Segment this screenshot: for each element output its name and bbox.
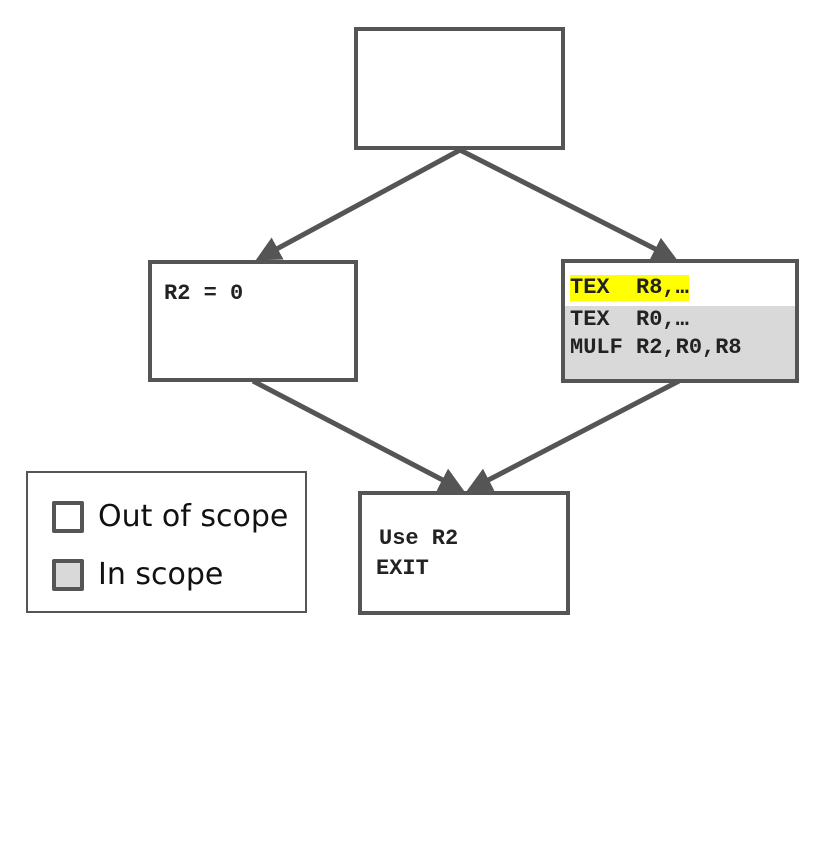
right-block-line-3: MULF R2,R0,R8 <box>570 335 742 360</box>
exit-block-line-2: EXIT <box>376 556 429 581</box>
edge-entry-to-left <box>255 147 462 261</box>
legend-item-in-scope: In scope <box>52 557 223 592</box>
exit-block: Use R2 EXIT <box>358 491 570 615</box>
right-block-line-2: TEX R0,… <box>570 307 689 332</box>
exit-block-line-1: Use R2 <box>379 526 459 551</box>
legend-swatch-white <box>52 500 84 533</box>
legend-label-out-of-scope: Out of scope <box>98 499 289 534</box>
legend: Out of scope In scope <box>26 471 307 613</box>
right-block: TEX R8,… TEX R0,… MULF R2,R0,R8 <box>561 259 799 383</box>
right-block-highlighted-line: TEX R8,… <box>570 275 689 301</box>
edge-left-to-exit <box>251 378 465 492</box>
edge-right-to-exit <box>466 378 681 492</box>
entry-block <box>354 27 565 150</box>
edge-entry-to-right <box>458 147 678 261</box>
left-block-line-1: R2 = 0 <box>164 281 244 306</box>
legend-swatch-gray <box>52 558 84 591</box>
left-block: R2 = 0 <box>148 260 358 382</box>
legend-item-out-of-scope: Out of scope <box>52 499 288 534</box>
legend-label-in-scope: In scope <box>98 557 224 592</box>
